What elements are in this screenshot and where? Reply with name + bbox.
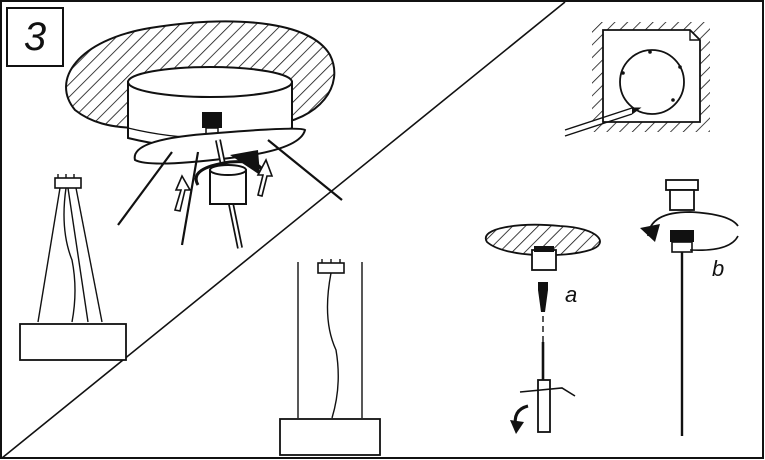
canopy-nut (202, 112, 222, 128)
cable-middle (180, 151, 200, 246)
canopy-closeup (65, 20, 343, 249)
pendant-tapered (19, 174, 127, 361)
step-number: 3 (23, 15, 47, 59)
rod-collar (209, 164, 247, 205)
pendant-straight (279, 259, 381, 456)
up-arrow-left (173, 174, 192, 212)
wall-mount-detail (564, 22, 710, 137)
step-number-box: 3 (6, 7, 64, 67)
label-b: b (712, 256, 724, 281)
detail-b (640, 179, 739, 436)
cable-left (117, 151, 173, 226)
diagonal-divider (1, 1, 566, 459)
up-arrow-right (256, 158, 274, 197)
cable-right (267, 139, 343, 201)
label-a: a (565, 282, 577, 307)
detail-a (484, 223, 601, 434)
